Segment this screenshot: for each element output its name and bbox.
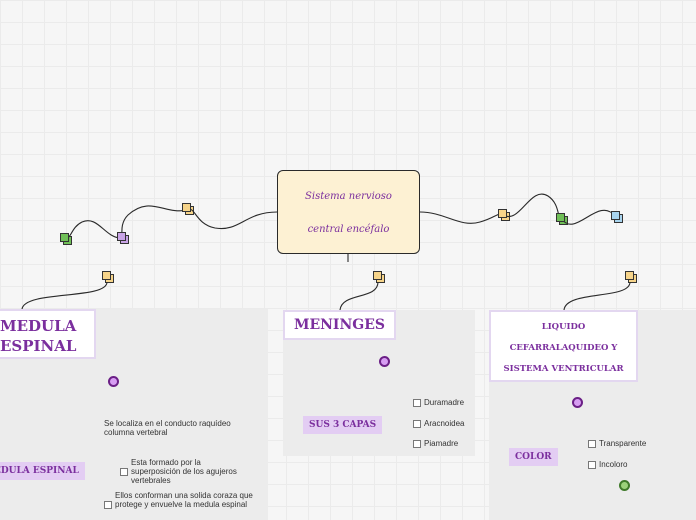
medula-item-1-text: Se localiza en el conducto raquídeo colu… (104, 419, 231, 437)
central-topic[interactable]: Sistema nervioso central encéfalo (277, 170, 420, 254)
checkbox-icon[interactable] (413, 419, 421, 428)
note-icon[interactable] (556, 213, 568, 225)
note-icon[interactable] (373, 271, 385, 283)
note-icon[interactable] (498, 209, 510, 221)
medula-title-line2: ESPINAL (0, 337, 77, 355)
note-icon[interactable] (117, 232, 129, 244)
meninges-item-1-text: Duramadre (424, 398, 465, 407)
medula-item-3[interactable]: Ellos conforman una solida coraza que pr… (104, 491, 254, 509)
note-icon[interactable] (611, 211, 623, 223)
meninges-title[interactable]: MENINGES (283, 310, 396, 340)
color-item-2[interactable]: Incoloro (588, 460, 627, 469)
meninges-item-2[interactable]: Aracnoidea (413, 419, 464, 428)
liquido-title-line1: LIQUIDO (541, 322, 586, 332)
meninges-item-2-text: Aracnoidea (424, 419, 465, 428)
note-icon[interactable] (182, 203, 194, 215)
medula-item-3-text: Ellos conforman una solida coraza que pr… (115, 491, 253, 509)
note-icon[interactable] (60, 233, 72, 245)
meninges-item-3-text: Piamadre (424, 439, 459, 448)
checkbox-icon[interactable] (413, 439, 421, 448)
liquido-title[interactable]: LIQUIDO CEFARRALAQUIDEO Y SISTEMA VENTRI… (489, 310, 638, 382)
checkbox-icon[interactable] (120, 468, 128, 476)
central-topic-line1: Sistema nervioso (305, 191, 392, 202)
medula-item-2[interactable]: Esta formado por la superposición de los… (120, 458, 252, 485)
meninges-item-3[interactable]: Piamadre (413, 439, 458, 448)
circle-marker-icon[interactable] (619, 480, 630, 491)
checkbox-icon[interactable] (104, 501, 112, 509)
liquido-title-line3: SISTEMA VENTRICULAR (503, 364, 624, 374)
medula-item-1[interactable]: Se localiza en el conducto raquídeo colu… (104, 419, 254, 437)
medula-title[interactable]: MEDULA ESPINAL (0, 309, 96, 359)
medula-pill[interactable]: MEDULA ESPINAL (0, 462, 85, 480)
meninges-pill[interactable]: SUS 3 CAPAS (303, 416, 383, 434)
checkbox-icon[interactable] (588, 439, 596, 448)
checkbox-icon[interactable] (588, 460, 596, 469)
medula-item-2-text: Esta formado por la superposición de los… (131, 458, 237, 485)
color-pill[interactable]: COLOR (509, 448, 558, 466)
note-icon[interactable] (102, 271, 114, 283)
color-item-1[interactable]: Transparente (588, 439, 646, 448)
circle-marker-icon[interactable] (379, 356, 390, 367)
circle-marker-icon[interactable] (572, 397, 583, 408)
central-topic-line2: central encéfalo (307, 224, 390, 235)
medula-title-line1: MEDULA (0, 317, 77, 335)
color-item-1-text: Transparente (599, 439, 647, 448)
meninges-item-1[interactable]: Duramadre (413, 398, 464, 407)
note-icon[interactable] (625, 271, 637, 283)
circle-marker-icon[interactable] (108, 376, 119, 387)
color-item-2-text: Incoloro (599, 460, 628, 469)
checkbox-icon[interactable] (413, 398, 421, 407)
liquido-title-line2: CEFARRALAQUIDEO Y (509, 343, 618, 353)
